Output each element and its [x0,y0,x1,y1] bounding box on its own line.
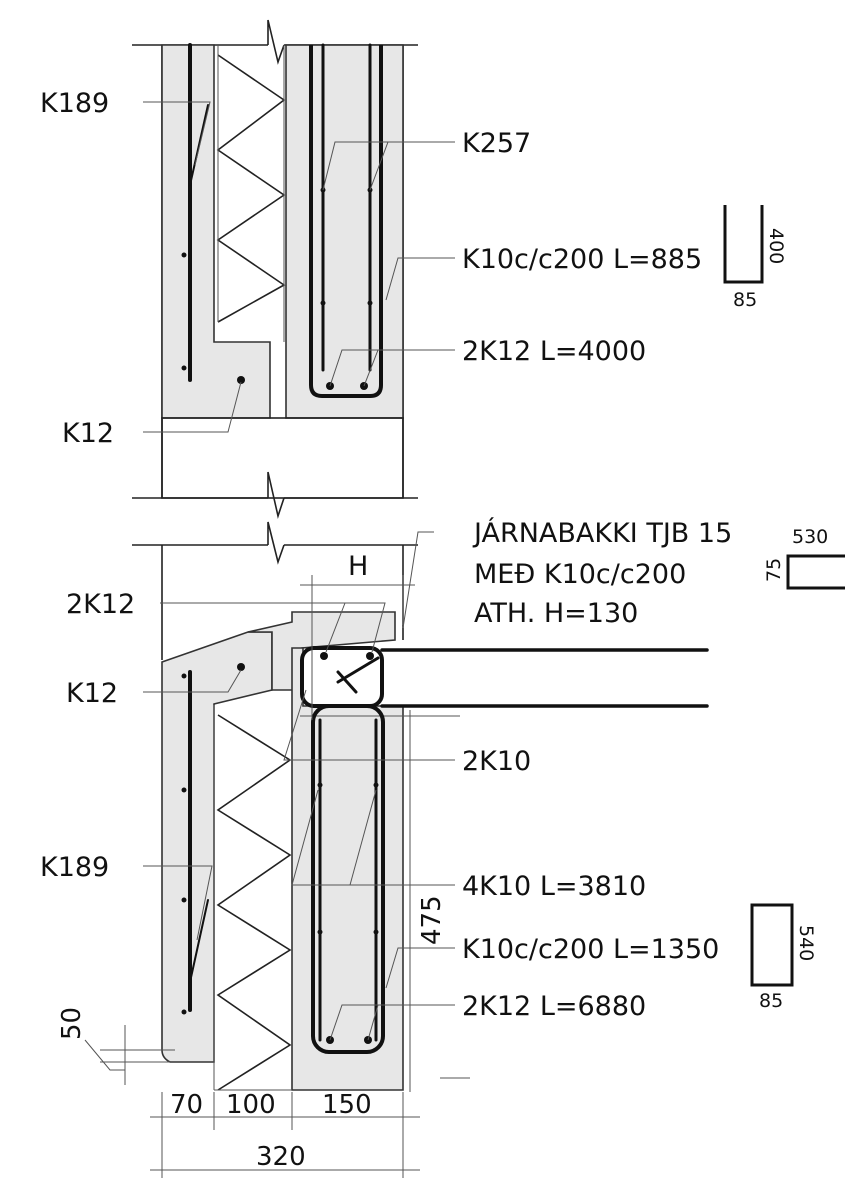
dim-50-text: 50 [57,1007,87,1040]
lower-tie-bar [189,899,209,983]
break-symbol-bottom [267,521,285,565]
lower-small-dot-7 [181,897,187,903]
label-k189-upper: K189 [40,88,109,119]
dim-70-text: 70 [170,1090,203,1120]
dim-150-text: 150 [322,1090,372,1120]
tjb-diagonal-bar-2 [336,670,358,694]
upper-insulation-pattern [216,54,286,323]
shape-tjb-height: 75 [763,558,785,582]
lower-k12-ledge-dot-2 [366,652,374,660]
leader-k189-lower [143,865,213,941]
lower-small-dot-5 [181,673,187,679]
upper-floor-slab [161,417,404,499]
shape-tjb-width: 530 [792,526,828,548]
bar-shape-u [723,205,764,284]
lower-insulation-pattern [216,714,292,1091]
leader-k12-6880 [329,1004,455,1041]
leader-k12-6880-2 [367,1004,379,1041]
label-k12-4000: 2K12 L=4000 [462,336,646,367]
label-k189-lower: K189 [40,852,109,883]
shape-u-height: 400 [765,228,787,264]
upper-wall-section: K189 K257 K10c/c200 L=885 2K12 L=4000 K1… [40,19,787,499]
shape-rect-height: 540 [795,925,817,961]
bar-shape-rect [750,903,794,987]
break-symbol-top [267,471,285,519]
leader-tjb [402,531,434,629]
lower-k12-ledge-dot [320,652,328,660]
dim-100-text: 100 [226,1090,276,1120]
label-h: H [348,551,368,582]
leader-4k10-2 [349,789,377,886]
leader-k10-1350 [385,947,455,989]
label-tjb-line1: JÁRNABAKKI TJB 15 [472,517,732,549]
leader-k12-4000-2 [363,349,379,387]
label-4k10-3810: 4K10 L=3810 [462,871,646,902]
lower-small-dot-6 [181,787,187,793]
dimension-lines: 475 50 70 100 150 320 [57,710,470,1178]
leader-4k10 [291,789,455,886]
upper-inner-concrete-layer [285,44,404,419]
label-tjb-line2: MEÐ K10c/c200 [474,559,686,590]
label-k10-885: K10c/c200 L=885 [462,244,702,275]
leader-k12-4000 [329,349,455,387]
lower-wall-section: JÁRNABAKKI TJB 15 MEÐ K10c/c200 ATH. H=1… [40,517,845,1091]
label-k12-upper: K12 [62,418,114,449]
upper-k12-outer-dot [237,376,245,384]
leader-k257-2 [369,141,455,191]
dim-50-leader [84,1039,125,1071]
label-2k10: 2K10 [462,746,531,777]
upper-small-dot [181,252,187,258]
lower-small-dot-4 [373,929,379,935]
upper-tie-bar [189,104,209,186]
label-2k12-6880: 2K12 L=6880 [462,991,646,1022]
upper-small-dot-2 [181,365,187,371]
leader-k10-885 [385,257,455,301]
section-break [132,471,418,565]
lower-small-dot-8 [181,1009,187,1015]
leader-k12-pair-2 [325,602,346,653]
dim-320-text: 320 [256,1142,306,1172]
label-k12-lower: K12 [66,678,118,709]
lower-outer-concrete-layer [161,631,273,1063]
dim-475-text: 475 [417,895,447,945]
label-k10-1350: K10c/c200 L=1350 [462,934,719,965]
shape-u-width: 85 [733,289,757,311]
upper-small-dot-5 [320,300,326,306]
upper-u-bar-loop [309,45,383,398]
lower-small-dot [317,782,323,788]
lower-small-dot-2 [373,782,379,788]
lower-ledge-concrete [247,611,396,691]
lower-stirrup-loop [311,704,385,1054]
leader-k12-pair [160,602,386,653]
upper-small-dot-6 [367,300,373,306]
upper-break-symbol [267,19,285,65]
lower-k12-outer-dot [237,663,245,671]
label-k257: K257 [462,128,531,159]
bar-shape-tjb [786,554,845,590]
leader-k12-lower [143,669,242,693]
leader-2k10 [283,689,455,761]
upper-outer-concrete-layer [161,44,271,419]
lower-inner-concrete-layer [291,647,404,1091]
leader-k189-upper [143,101,211,166]
leader-k12-upper [143,381,242,433]
shape-rect-width: 85 [759,990,783,1012]
label-2k12-pair: 2K12 [66,589,135,620]
lower-small-dot-3 [317,929,323,935]
label-tjb-line3: ATH. H=130 [474,598,638,629]
